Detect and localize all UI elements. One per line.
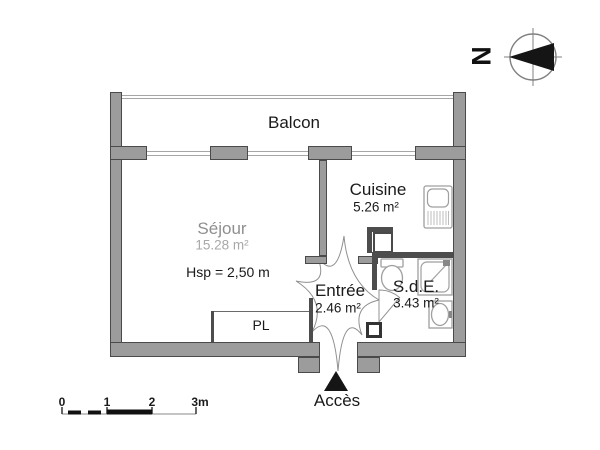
wall-bottom-left [110, 342, 320, 357]
wall-left [110, 92, 122, 357]
entry-pier-left [298, 357, 320, 373]
room-label-entree: Entrée [314, 281, 366, 300]
facade-wall-segment [110, 146, 147, 160]
room-label-cuisine: Cuisine [349, 180, 407, 199]
door-jamb-cuisine [358, 256, 378, 264]
north-label: N [466, 46, 497, 66]
wall-sde-top [372, 252, 453, 258]
ceiling-height-note: Hsp = 2,50 m [186, 264, 270, 280]
wall-closet-left [211, 311, 214, 342]
shower-icon [417, 258, 453, 296]
balcony-label: Balcon [268, 113, 320, 132]
facade-wall-segment [415, 146, 466, 160]
kitchen-sink-icon [423, 185, 453, 229]
wall-right [453, 92, 466, 357]
room-label-sejour: Séjour [197, 219, 247, 238]
scale-tick-0: 0 [58, 395, 66, 409]
toilet-icon [380, 258, 404, 292]
kitchen-stub-wall-h [367, 227, 393, 232]
room-area-entree: 2.46 m² [315, 300, 361, 316]
wall-entree-left [309, 298, 313, 342]
entry-pier-right [357, 357, 380, 373]
scale-bar [61, 407, 197, 415]
room-area-cuisine: 5.26 m² [353, 199, 399, 215]
room-label-sde: S.d.E. [392, 277, 440, 296]
balcony-railing [122, 95, 453, 99]
facade-wall-segment [308, 146, 352, 160]
column [366, 322, 382, 338]
window [248, 151, 308, 156]
window [147, 151, 210, 156]
kitchen-stub-wall-v [367, 232, 372, 253]
scale-tick-2: 2 [148, 395, 156, 409]
kitchen-appliance-icon [373, 232, 393, 253]
door-swing-sde [378, 289, 401, 324]
scale-tick-1: 1 [103, 395, 111, 409]
wall-bottom-right [357, 342, 466, 357]
room-area-sejour: 15.28 m² [195, 237, 249, 253]
door-swing-arcs [295, 235, 381, 372]
closet-front-line [214, 311, 309, 312]
washbasin-icon [428, 300, 453, 329]
window [352, 151, 415, 156]
room-area-sde: 3.43 m² [393, 295, 439, 311]
closet-label: PL [252, 317, 270, 333]
access-label: Accès [313, 391, 361, 410]
north-compass-icon [504, 28, 562, 86]
door-jamb-sejour [305, 256, 327, 264]
wall-sde-left [372, 258, 377, 290]
wall-sejour-cuisine [319, 160, 327, 256]
scale-tick-3m: 3m [191, 395, 209, 409]
access-arrow-icon [324, 371, 348, 391]
facade-wall-segment [210, 146, 248, 160]
